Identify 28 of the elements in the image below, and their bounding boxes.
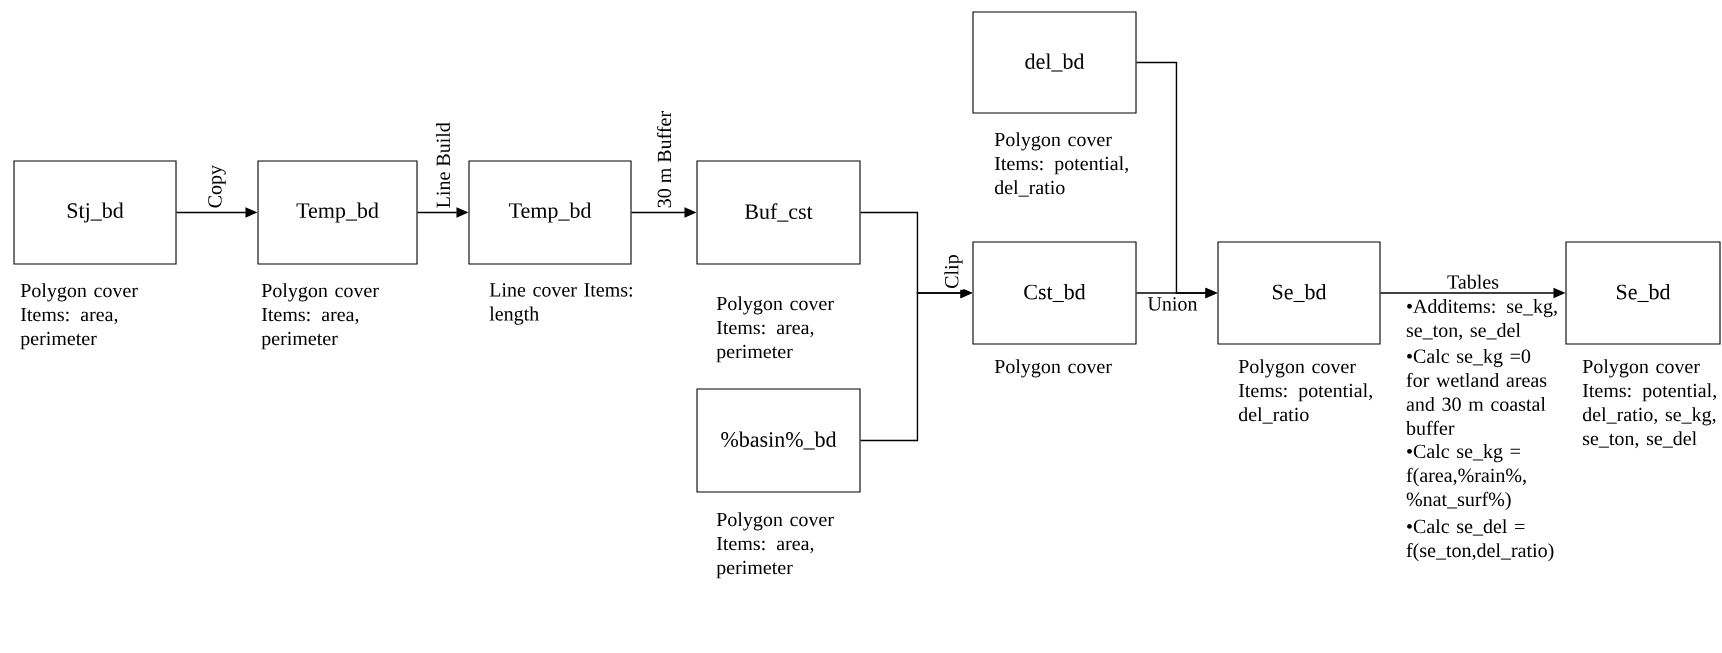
caption-text: Polygon cover: [994, 359, 1112, 378]
caption-text: Polygon cover Items: potential, del_ratio, se_kg, se_ton, se_del: [1582, 359, 1716, 449]
caption-text: Polygon cover Items: area, perimeter: [20, 283, 138, 350]
process-box: Temp_bd: [257, 160, 418, 265]
process-box: del_bd: [972, 11, 1137, 114]
note-text: •Calc se_kg = f(area,%rain%, %nat_surf%): [1406, 444, 1526, 511]
process-box: Stj_bd: [13, 160, 177, 265]
process-box: %basin%_bd: [696, 388, 861, 493]
process-box: Cst_bd: [972, 241, 1137, 345]
process-box: Se_bd: [1565, 241, 1721, 345]
edge-label: Line Build: [435, 121, 452, 210]
caption-text: Polygon cover Items: area, perimeter: [716, 512, 834, 579]
note-text: •Additems: se_kg, se_ton, se_del: [1406, 299, 1557, 340]
edge-label: Tables: [1446, 273, 1500, 290]
edge-label: Copy: [207, 163, 227, 210]
edge-label: Clip: [943, 253, 964, 290]
process-box: Buf_cst: [696, 160, 861, 265]
caption-text: Polygon cover Items: potential, del_ratio: [1238, 359, 1372, 424]
caption-text: Polygon cover Items: potential, del_ratio: [994, 132, 1128, 197]
note-text: •Calc se_kg =0 for wetland areas and 30 m coastal buffer: [1406, 348, 1547, 435]
edge-label: 30 m Buffer: [655, 109, 673, 210]
caption-text: Polygon cover Items: area, perimeter: [716, 296, 834, 363]
edge-label: Union: [1146, 296, 1199, 312]
caption-text: Line cover Items: length: [489, 283, 632, 325]
caption-text: Polygon cover Items: area, perimeter: [261, 283, 379, 350]
process-box: Se_bd: [1217, 241, 1381, 345]
process-box: Temp_bd: [468, 160, 632, 265]
note-text: •Calc se_del = f(se_ton,del_ratio): [1406, 519, 1554, 562]
